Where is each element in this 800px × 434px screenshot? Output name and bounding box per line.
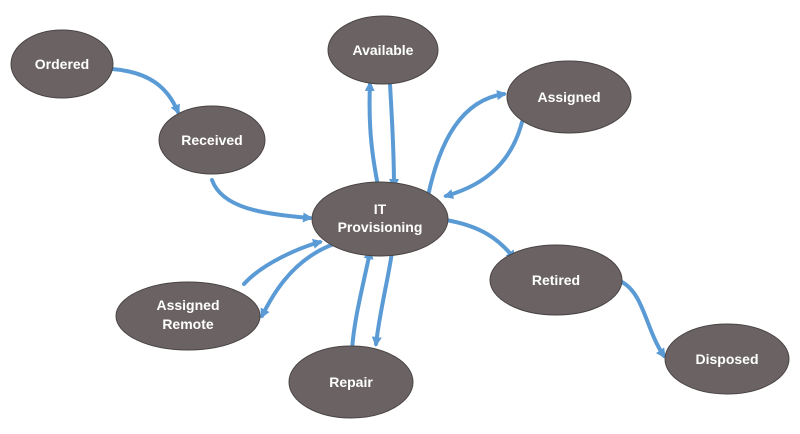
node-received-label: Received: [181, 132, 242, 148]
edge-retired-to-disposed: [620, 280, 666, 359]
edge-provisioning-to-repair: [371, 250, 394, 347]
node-available-label: Available: [353, 42, 414, 58]
edge-received-to-provisioning: [210, 178, 313, 223]
node-disposed: Disposed: [664, 323, 790, 395]
node-assigned-remote: Assigned Remote: [115, 281, 261, 351]
node-repair: Repair: [288, 345, 414, 419]
edge-assigned-to-provisioning: [443, 120, 524, 199]
node-assigned-remote-label-line2: Remote: [162, 316, 214, 332]
edge-provisioning-to-assigned-remote: [260, 242, 336, 319]
edge-ordered-to-received: [110, 67, 180, 115]
node-ordered: Ordered: [10, 29, 114, 99]
node-retired: Retired: [489, 244, 623, 316]
node-retired-label: Retired: [532, 272, 580, 288]
node-assigned: Assigned: [506, 60, 632, 134]
node-it-provisioning-label-line2: Provisioning: [338, 219, 423, 235]
edge-assigned-remote-to-provisioning: [242, 239, 323, 286]
node-disposed-label: Disposed: [695, 351, 758, 367]
node-it-provisioning-label-line1: IT: [374, 201, 387, 217]
node-available: Available: [327, 15, 439, 85]
node-assigned-label: Assigned: [537, 89, 600, 105]
node-it-provisioning: IT Provisioning: [311, 181, 449, 257]
edge-provisioning-to-retired: [444, 218, 516, 261]
edge-repair-to-provisioning: [350, 249, 374, 352]
node-received: Received: [158, 105, 266, 175]
node-ordered-label: Ordered: [35, 56, 89, 72]
edge-provisioning-to-available: [364, 81, 380, 188]
node-repair-label: Repair: [329, 374, 373, 390]
edge-provisioning-to-assigned: [426, 90, 507, 198]
edge-available-to-provisioning: [388, 82, 399, 189]
node-assigned-remote-label-line1: Assigned: [156, 297, 219, 313]
